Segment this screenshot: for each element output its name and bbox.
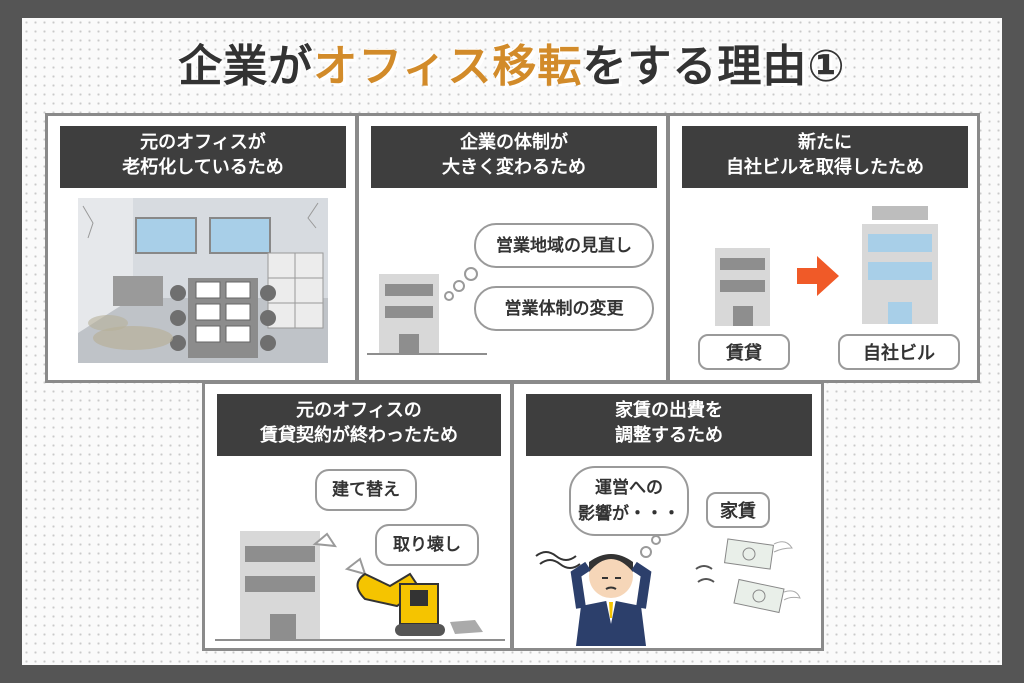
rental-building-icon — [715, 248, 770, 326]
worried-businessman-illustration — [535, 535, 801, 646]
demolition-illustration — [215, 531, 505, 641]
thought-bubble-impact: 運営への 影響が・・・ — [569, 466, 689, 536]
arrow-right-icon — [797, 256, 839, 296]
speech-bubble-rebuild: 建て替え — [315, 469, 417, 511]
panel-own-building: 新たに 自社ビルを取得したため 賃貸 自社ビル — [667, 113, 980, 383]
header-line2: 大きく変わるため — [442, 157, 586, 178]
header-line2: 調整するため — [615, 425, 723, 446]
thought-line2: 影響が・・・ — [578, 504, 680, 524]
label-rent: 家賃 — [706, 492, 770, 528]
header-line1: 元のオフィスの — [296, 400, 422, 421]
building-icon — [367, 267, 487, 355]
own-building-icon — [862, 206, 938, 324]
panel-organization-change: 企業の体制が 大きく変わるため 営業地域の見直し 営業体制の変更 — [356, 113, 669, 383]
header-line1: 新たに — [798, 132, 852, 153]
panel-header: 新たに 自社ビルを取得したため — [682, 126, 968, 188]
label-rental: 賃貸 — [698, 334, 790, 370]
page-title: 企業がオフィス移転をする理由① — [0, 30, 1024, 94]
header-line1: 企業の体制が — [460, 132, 568, 153]
title-accent: オフィス移転 — [313, 41, 583, 92]
panel-rent-expense: 家賃の出費を 調整するため 運営への 影響が・・・ 家賃 — [511, 381, 824, 651]
panel-header: 元のオフィスの 賃貸契約が終わったため — [217, 394, 501, 456]
title-suffix: をする理由① — [582, 41, 846, 92]
header-line2: 老朽化しているため — [122, 157, 284, 178]
thought-line1: 運営への — [595, 478, 663, 498]
panel-old-office: 元のオフィスが 老朽化しているため — [45, 113, 358, 383]
header-line1: 家賃の出費を — [615, 400, 723, 421]
title-prefix: 企業が — [178, 41, 314, 92]
panel-header: 家賃の出費を 調整するため — [526, 394, 812, 456]
panel-header: 元のオフィスが 老朽化しているため — [60, 126, 346, 188]
label-own-building: 自社ビル — [838, 334, 960, 370]
old-office-illustration — [78, 198, 328, 363]
speech-bubble-sales-area: 営業地域の見直し — [474, 223, 654, 268]
speech-bubble-demolish: 取り壊し — [375, 524, 479, 566]
speech-bubble-sales-structure: 営業体制の変更 — [474, 286, 654, 331]
panel-lease-ended: 元のオフィスの 賃貸契約が終わったため 建て替え 取り壊し — [202, 381, 513, 651]
panel-header: 企業の体制が 大きく変わるため — [371, 126, 657, 188]
header-line2: 賃貸契約が終わったため — [260, 425, 458, 446]
header-line1: 元のオフィスが — [140, 132, 266, 153]
header-line2: 自社ビルを取得したため — [726, 157, 924, 178]
